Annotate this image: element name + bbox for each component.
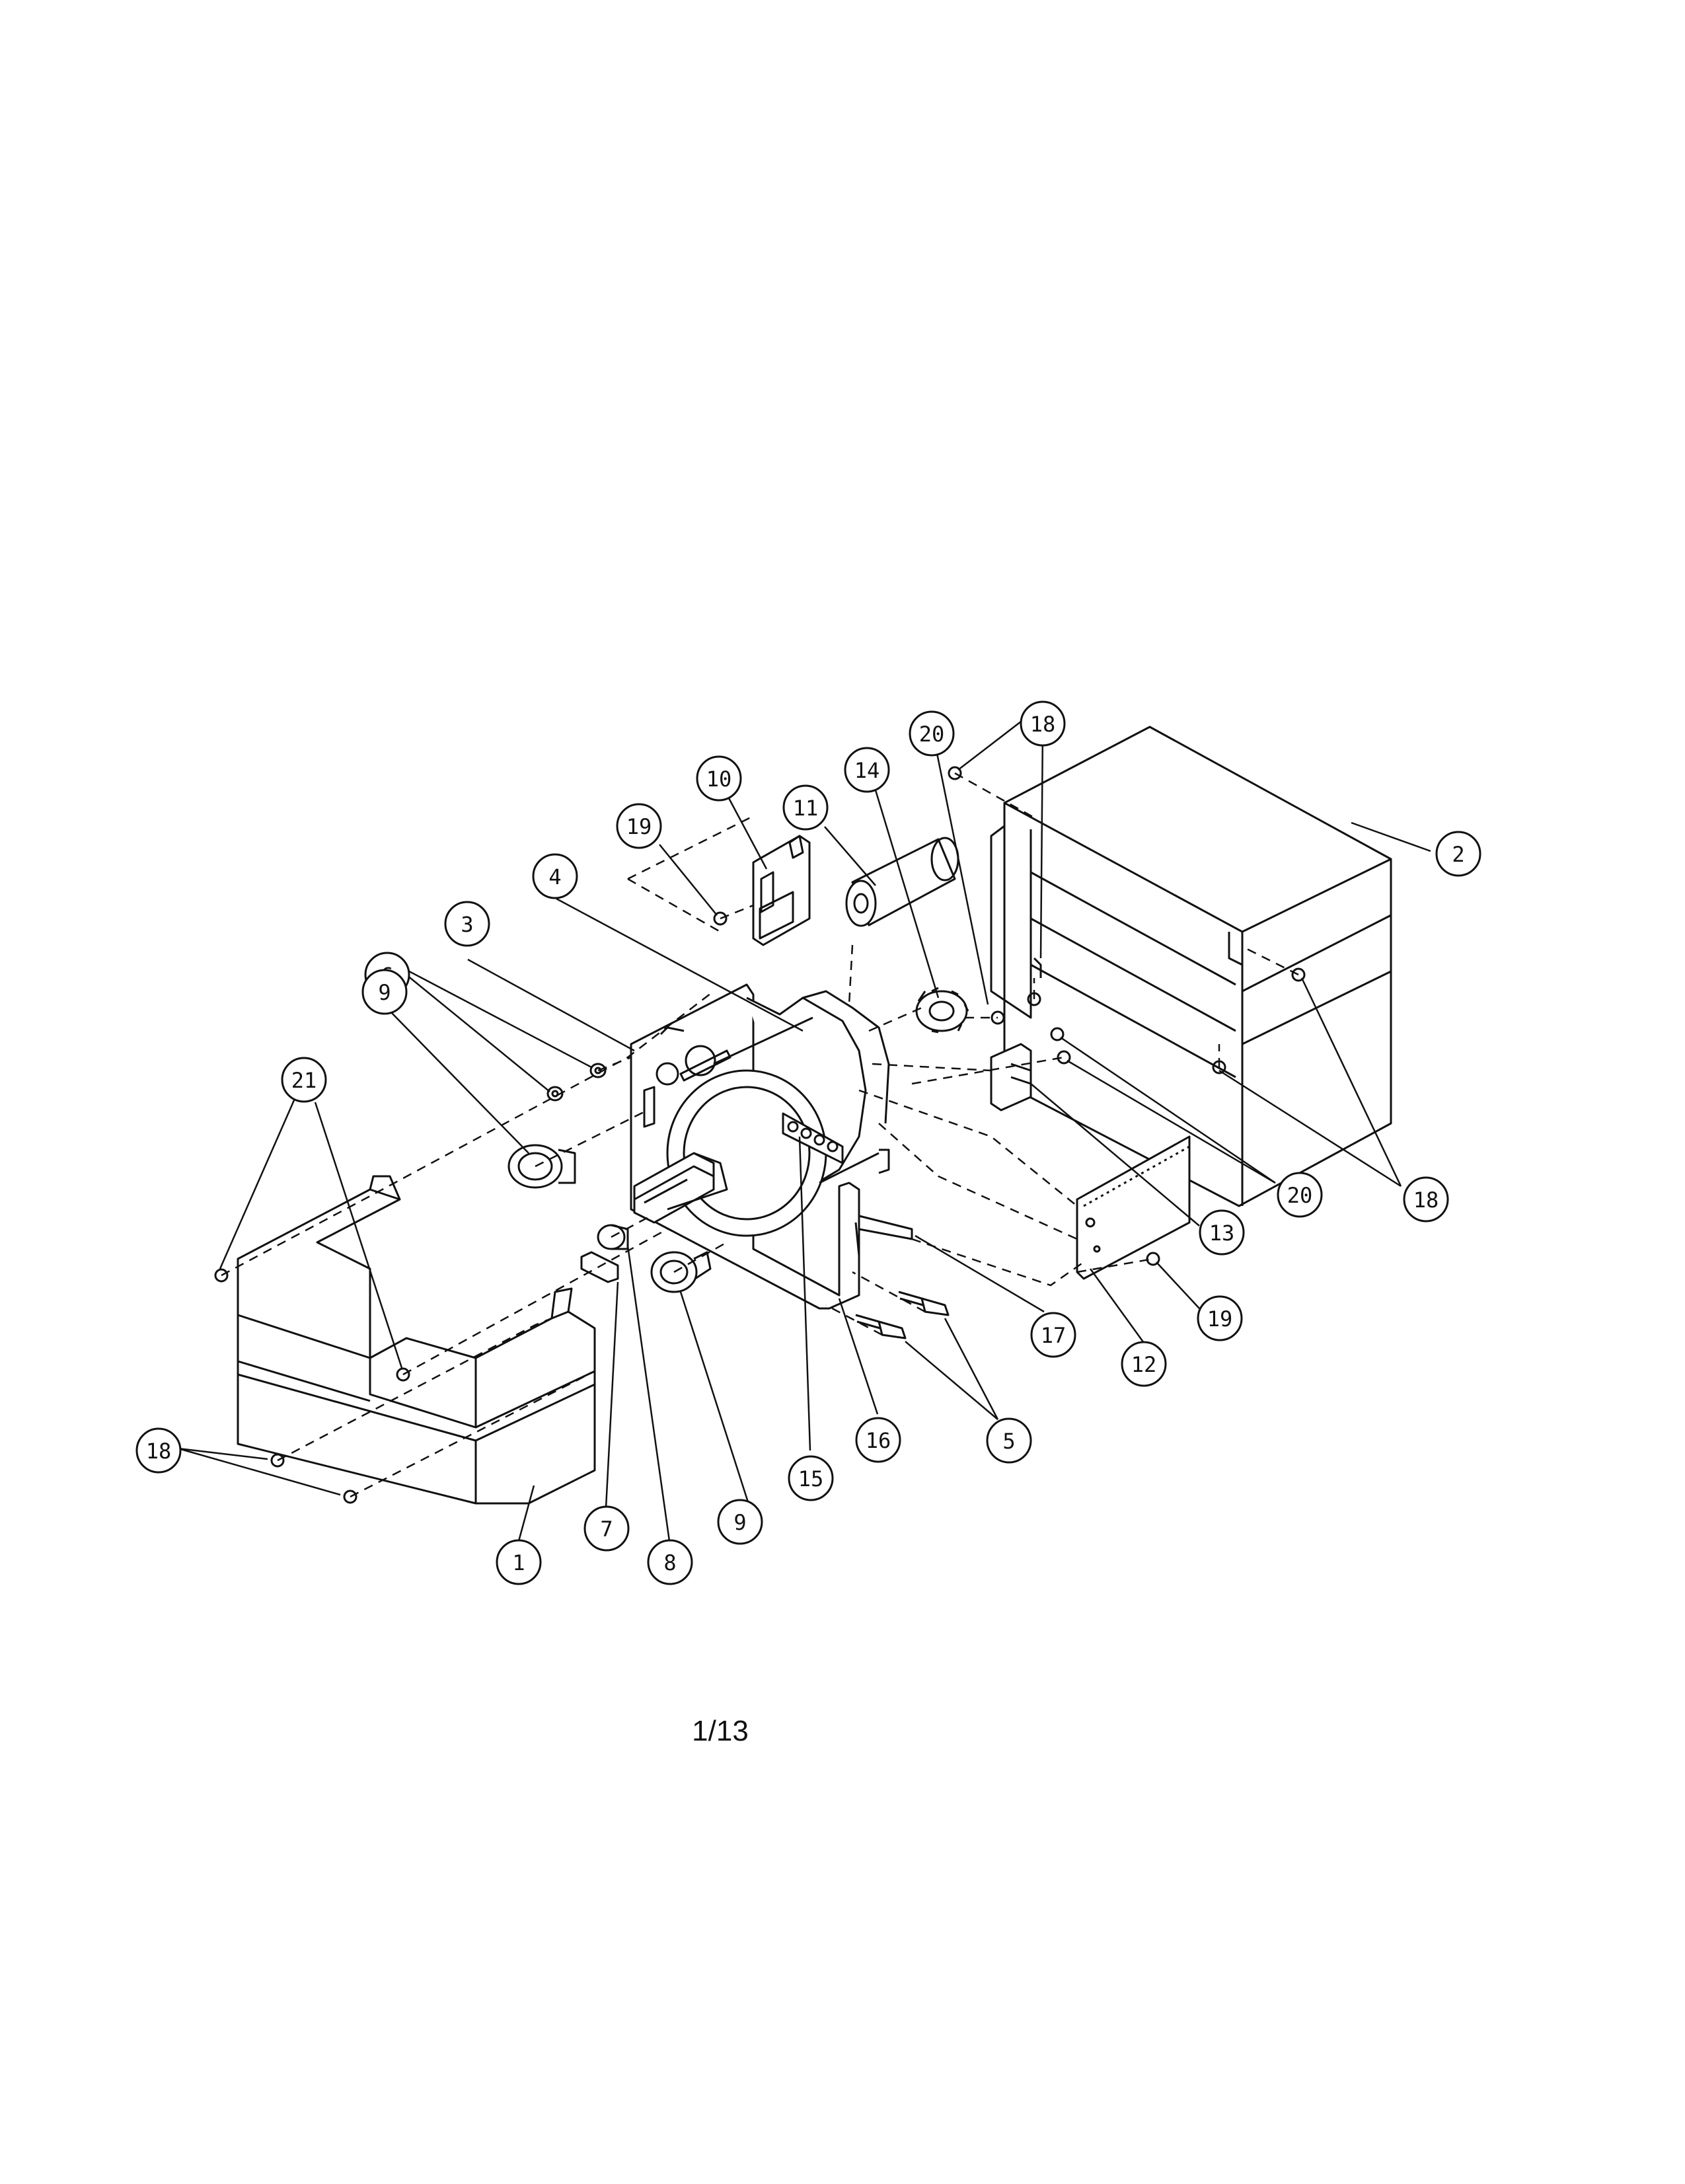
- callout-12-label: 12: [1131, 1352, 1157, 1377]
- callouts: 1 2 3 4 5 6 7 8 9 9 10 11 12 13 14 15 16…: [135, 700, 1481, 1585]
- logic-board: [752, 835, 811, 946]
- callout-1: 1: [496, 1539, 542, 1585]
- drive-gear: [915, 987, 969, 1034]
- callout-16: 16: [855, 1417, 901, 1463]
- page-number: 1/13: [692, 1715, 749, 1747]
- callout-18-right-circle: [1403, 1176, 1449, 1223]
- callout-18-right: 18: [1403, 1176, 1449, 1223]
- callout-7: 7: [583, 1505, 630, 1552]
- callout-16-label: 16: [866, 1428, 891, 1453]
- callout-18-top: 18: [1020, 700, 1066, 747]
- callout-20-top: 20: [909, 710, 955, 757]
- callout-21-label: 21: [291, 1068, 317, 1093]
- callout-3: 3: [444, 901, 490, 947]
- callout-9-right-label: 9: [733, 1510, 746, 1535]
- callout-18-top-label: 18: [1030, 712, 1056, 737]
- callout-8: 8: [647, 1539, 693, 1585]
- callout-19-right: 19: [1197, 1295, 1243, 1341]
- callout-13-circle: [1199, 1209, 1245, 1256]
- assembly-lines: [221, 772, 1299, 1498]
- callout-9-left-circle: [361, 969, 408, 1015]
- callout-11-label: 11: [793, 796, 819, 821]
- drive-gear-block: [633, 1152, 728, 1224]
- leader-lines: [178, 721, 1431, 1542]
- part-drawings: [214, 726, 1392, 1505]
- callout-17-circle: [1030, 1312, 1076, 1358]
- callout-13: 13: [1199, 1209, 1245, 1256]
- callout-10: 10: [696, 755, 742, 802]
- rail-bracket: [854, 1215, 913, 1256]
- capacitor: [845, 837, 959, 927]
- callout-19-top: 19: [616, 803, 662, 849]
- callout-13-label: 13: [1209, 1221, 1235, 1246]
- callout-3-circle: [444, 901, 490, 947]
- callout-2-label: 2: [1452, 842, 1464, 867]
- callout-9-left-label: 9: [378, 980, 391, 1005]
- callout-8-label: 8: [663, 1550, 676, 1575]
- callout-12: 12: [1121, 1341, 1167, 1387]
- callout-4: 4: [532, 853, 578, 899]
- callout-16-circle: [855, 1417, 901, 1463]
- callout-10-label: 10: [706, 767, 732, 792]
- callout-14-label: 14: [854, 758, 880, 783]
- light-socket-bracket: [990, 1043, 1032, 1111]
- lamp-socket-right: [650, 1251, 712, 1293]
- callout-15-label: 15: [798, 1466, 824, 1491]
- callout-19-right-label: 19: [1207, 1306, 1233, 1332]
- callout-4-circle: [532, 853, 578, 899]
- pins: [855, 1291, 950, 1339]
- callout-15-circle: [788, 1455, 834, 1501]
- washers: [546, 1063, 607, 1102]
- callout-3-label: 3: [461, 912, 473, 937]
- callout-1-label: 1: [512, 1550, 525, 1575]
- callout-5: 5: [986, 1417, 1032, 1464]
- callout-20-right: 20: [1277, 1172, 1323, 1218]
- callout-1-circle: [496, 1539, 542, 1585]
- callout-15: 15: [788, 1455, 834, 1501]
- callout-9-left: 9: [361, 969, 408, 1015]
- callout-19-top-label: 19: [626, 814, 652, 839]
- callout-20-right-label: 20: [1287, 1183, 1313, 1208]
- callout-12-circle: [1121, 1341, 1167, 1387]
- callout-18-top-circle: [1020, 700, 1066, 747]
- callout-5-label: 5: [1002, 1429, 1015, 1454]
- callout-9-right: 9: [717, 1499, 763, 1545]
- callout-9-right-circle: [717, 1499, 763, 1545]
- callout-2-circle: [1435, 831, 1481, 877]
- callout-18-left-circle: [135, 1427, 182, 1474]
- callout-14-circle: [844, 747, 890, 793]
- callout-14: 14: [844, 747, 890, 793]
- callout-21-circle: [281, 1057, 327, 1103]
- callout-4-label: 4: [548, 864, 561, 889]
- callout-8-circle: [647, 1539, 693, 1585]
- callout-10-circle: [696, 755, 742, 802]
- callout-7-circle: [583, 1505, 630, 1552]
- callout-19-top-circle: [616, 803, 662, 849]
- callout-20-right-circle: [1277, 1172, 1323, 1218]
- screws: [214, 766, 1306, 1504]
- receiver-board: [1076, 1135, 1191, 1280]
- motor: [666, 990, 890, 1237]
- callout-11: 11: [782, 784, 829, 831]
- callout-17-label: 17: [1041, 1323, 1067, 1348]
- callout-18-right-label: 18: [1413, 1187, 1439, 1213]
- callout-7-label: 7: [600, 1517, 613, 1542]
- callout-2: 2: [1435, 831, 1481, 877]
- callout-17: 17: [1030, 1312, 1076, 1358]
- callout-5-circle: [986, 1417, 1032, 1464]
- base-chassis: [237, 1175, 596, 1505]
- callout-18-left-label: 18: [146, 1439, 172, 1464]
- callout-20-top-label: 20: [919, 722, 945, 747]
- callout-19-right-circle: [1197, 1295, 1243, 1341]
- callout-20-top-circle: [909, 710, 955, 757]
- callout-18-left: 18: [135, 1427, 182, 1474]
- terminal-strip: [782, 1112, 844, 1164]
- callout-11-circle: [782, 784, 829, 831]
- callout-21: 21: [281, 1057, 327, 1103]
